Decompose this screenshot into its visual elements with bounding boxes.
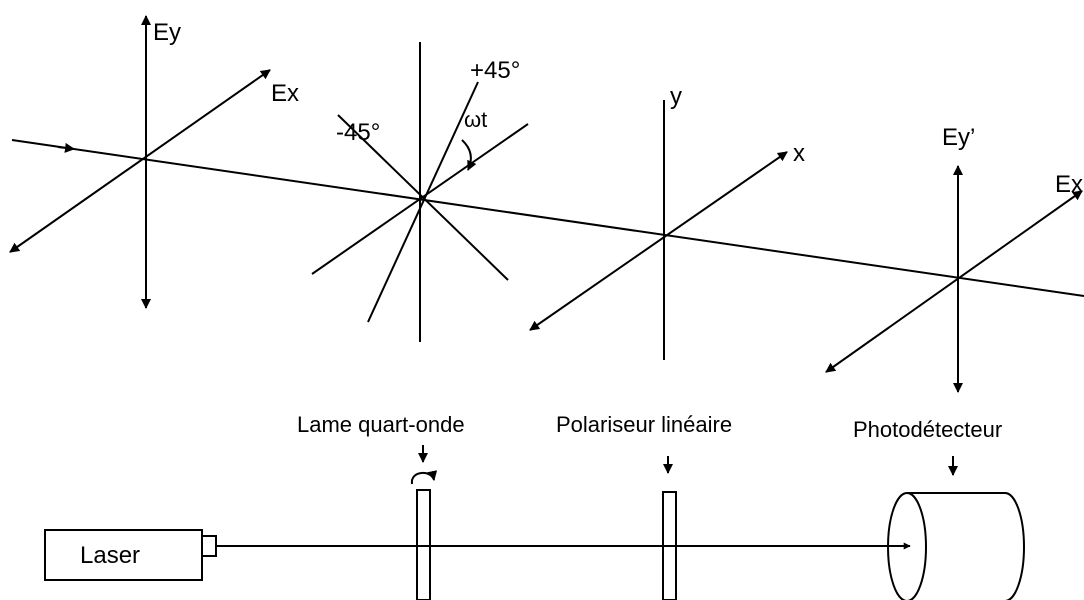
plus45-label: +45° [470,57,520,84]
omega-t-axis [311,123,529,275]
minus45-label: -45° [336,119,380,146]
quarter-wave-plate-label: Lame quart-onde [297,412,465,437]
laser-label: Laser [80,542,140,569]
minus45-axis [337,114,509,281]
x-label: x [793,140,805,167]
omega-t-label: ωt [464,107,487,132]
polarizer-axes-frame: y x [529,83,805,360]
plus45-axis [367,81,479,323]
omega-t-arc-arrow [461,139,477,171]
input-field-frame: Ey Ex [9,15,299,309]
laser-aperture [201,535,217,557]
rotation-icon [410,470,438,485]
ex-prime-axis [825,190,1083,373]
photodetector [887,492,1025,600]
photodetector-label: Photodétecteur [853,417,1002,442]
x-axis [529,151,788,331]
ey-label: Ey [153,19,181,46]
propagation-axis [11,139,1084,297]
laser-box [44,529,203,581]
waveplate-axes-frame: +45° -45° ωt [311,42,529,342]
ex-prime-label: Ex’ [1055,171,1084,198]
y-label: y [670,83,682,110]
ex-label: Ex [271,80,299,107]
photodetector-body [907,492,1025,600]
photodetector-face [887,492,927,600]
linear-polarizer-label: Polariseur linéaire [556,412,732,437]
ey-prime-label: Ey’ [942,124,975,151]
propagation-arrow [57,142,75,153]
ex-axis [9,69,271,253]
output-field-frame: Ey’ Ex’ [825,124,1084,393]
